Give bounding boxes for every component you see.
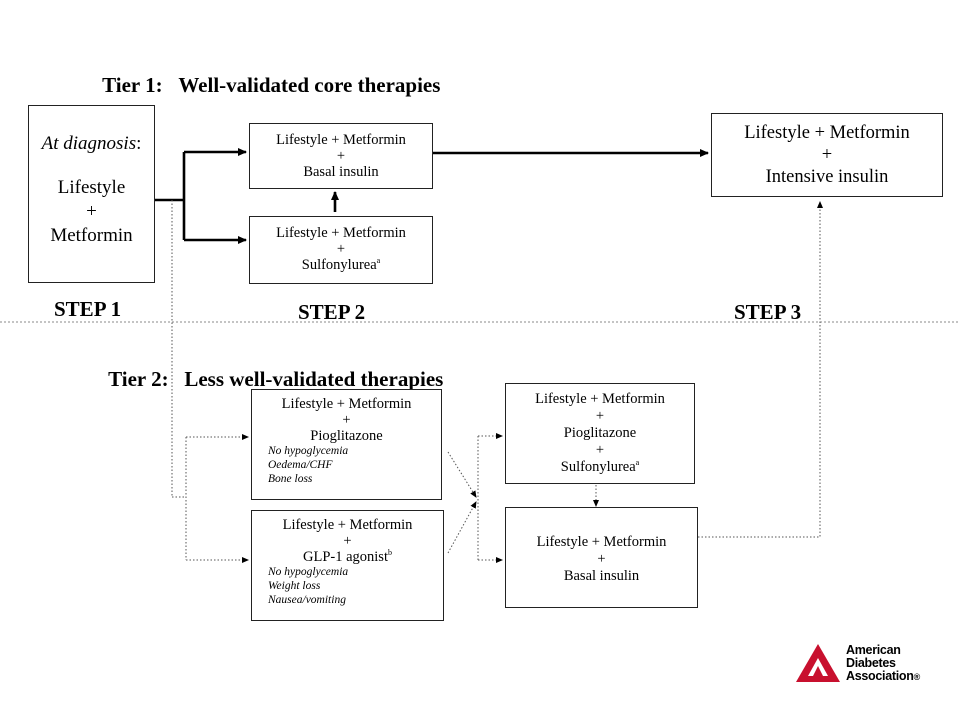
t2-pio-note-3: Bone loss <box>268 473 313 485</box>
t2-glp-note-1: No hypoglycemia <box>268 566 349 578</box>
diagnosis-line1: Lifestyle <box>57 177 126 198</box>
t2-pio-line2: Pioglitazone <box>310 428 383 444</box>
t2-pio-plus: + <box>342 412 351 428</box>
tier1-basal-insulin-box: Lifestyle + Metformin + Basal insulin <box>249 123 433 189</box>
t1-intensive-plus: + <box>821 145 833 165</box>
t2-glp-footnote: b <box>387 548 392 558</box>
ada-logo-line3: Association <box>846 669 914 683</box>
diagnosis-box: At diagnosis: Lifestyle + Metformin <box>28 105 155 283</box>
tier1-label: Tier 1: <box>102 73 163 97</box>
t2-pio-note-2: Oedema/CHF <box>268 459 333 471</box>
diagnosis-colon: : <box>136 133 142 154</box>
tier2-pioglitazone-box: Lifestyle + Metformin + Pioglitazone No … <box>251 389 442 500</box>
tier1-sulfonylurea-box: Lifestyle + Metformin + Sulfonylureaa <box>249 216 433 284</box>
t1-intensive-line2: Intensive insulin <box>765 167 889 187</box>
tier2-label: Tier 2: <box>108 367 169 391</box>
t1-sulf-line2: Sulfonylurea <box>301 257 377 273</box>
t2-ps-line2: Pioglitazone <box>563 425 637 441</box>
t1-sulf-plus: + <box>336 241 346 257</box>
t2-pio-note-1: No hypoglycemia <box>268 445 349 457</box>
ada-logo-line2: Diabetes <box>846 656 896 670</box>
step1-label: STEP 1 <box>54 297 122 321</box>
tier2-arrows <box>171 200 823 563</box>
t2-glp-line2: GLP-1 agonist <box>303 549 388 565</box>
t2-ps-line3: Sulfonylurea <box>560 459 636 475</box>
t1-sulf-line1: Lifestyle + Metformin <box>276 225 406 241</box>
t2-glp-note-3: Nausea/vomiting <box>268 594 346 606</box>
tier2-pio-sulfonylurea-box: Lifestyle + Metformin + Pioglitazone + S… <box>505 383 695 484</box>
step2-label: STEP 2 <box>298 300 366 324</box>
t2-ps-plus2: + <box>595 442 605 458</box>
t1-basal-line1: Lifestyle + Metformin <box>276 132 406 148</box>
t2-basal-line1: Lifestyle + Metformin <box>536 534 667 550</box>
ada-logo-mark-symbol: ® <box>913 672 921 682</box>
t1-sulf-footnote: a <box>376 256 381 266</box>
t1-intensive-line1: Lifestyle + Metformin <box>744 123 910 143</box>
ada-logo-mark <box>796 644 840 682</box>
ada-logo: American Diabetes Association® <box>846 644 920 684</box>
t1-basal-plus: + <box>336 148 346 164</box>
tier2-basal-insulin-box: Lifestyle + Metformin + Basal insulin <box>505 507 698 608</box>
t1-basal-line2: Basal insulin <box>303 164 379 180</box>
t2-glp-line1: Lifestyle + Metformin <box>282 517 413 533</box>
t2-glp-plus: + <box>343 533 352 549</box>
t2-ps-footnote: a <box>635 458 640 468</box>
tier1-title: Tier 1: Well-validated core therapies <box>92 48 440 98</box>
step3-label: STEP 3 <box>734 300 802 324</box>
ada-logo-line1: American <box>846 643 901 657</box>
t2-glp-note-2: Weight loss <box>268 580 321 592</box>
diagnosis-plus: + <box>86 201 97 222</box>
tier1-heading: Well-validated core therapies <box>178 73 441 97</box>
t2-pio-line1: Lifestyle + Metformin <box>281 396 412 412</box>
t2-basal-plus: + <box>597 551 606 567</box>
tier2-heading: Less well-validated therapies <box>184 367 444 391</box>
diagnosis-line2: Metformin <box>50 225 133 246</box>
diagnosis-heading: At diagnosis <box>41 133 137 154</box>
tier2-glp1-box: Lifestyle + Metformin + GLP-1 agonistb N… <box>251 510 444 621</box>
t2-ps-plus: + <box>595 408 605 424</box>
tier1-arrows <box>155 148 709 244</box>
t2-ps-line1: Lifestyle + Metformin <box>535 391 665 407</box>
tier1-intensive-insulin-box: Lifestyle + Metformin + Intensive insuli… <box>711 113 943 197</box>
t2-basal-line2: Basal insulin <box>563 568 640 584</box>
tier2-title: Tier 2: Less well-validated therapies <box>98 342 443 392</box>
